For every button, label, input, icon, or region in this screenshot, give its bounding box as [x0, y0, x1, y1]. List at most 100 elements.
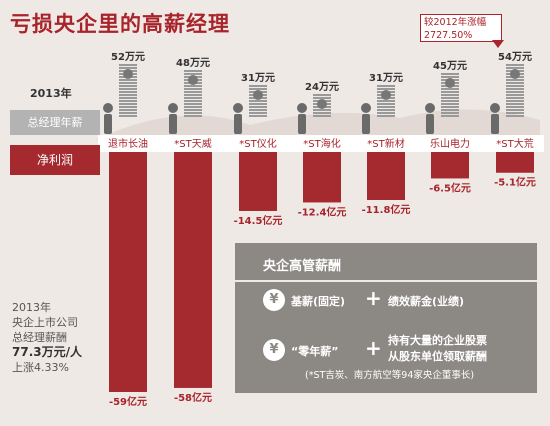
salary-coin [119, 94, 137, 96]
salary-coin [119, 112, 137, 114]
salary-coin [506, 94, 524, 96]
salary-coin [119, 67, 137, 69]
salary-coin [119, 100, 137, 102]
person-icon [361, 103, 371, 113]
salary-label: 31万元 [241, 72, 275, 84]
salary-coin [249, 85, 267, 87]
person-body [426, 114, 434, 134]
profit-bar [496, 152, 534, 173]
salary-coin [377, 115, 395, 117]
salary-coin [119, 85, 137, 87]
salary-coin [119, 109, 137, 111]
salary-coin [441, 109, 459, 111]
salary-coin [313, 97, 331, 99]
salary-coin [184, 94, 202, 96]
person-icon [425, 103, 435, 113]
salary-coin [249, 115, 267, 117]
yen-coin-icon [317, 99, 327, 109]
salary-coin [506, 88, 524, 90]
yen-icon: ¥ [263, 339, 285, 361]
salary-coin [249, 109, 267, 111]
performance-pay-label: 绩效薪金(业绩) [388, 295, 465, 308]
yen-coin-icon [253, 90, 263, 100]
salary-coin [313, 115, 331, 117]
profit-bar [303, 152, 341, 203]
salary-coin [441, 73, 459, 75]
legend-salary: 总经理年薪 [10, 110, 100, 135]
person-body [362, 114, 370, 134]
salary-coin [506, 97, 524, 99]
salary-label: 45万元 [433, 60, 467, 72]
salary-coin [377, 112, 395, 114]
profit-label: -6.5亿元 [429, 181, 471, 194]
summary-block: 2013年 央企上市公司 总经理薪酬 77.3万元/人 上涨4.33% [12, 300, 82, 375]
person-body [104, 114, 112, 134]
salary-coin [184, 73, 202, 75]
salary-coin [119, 88, 137, 90]
category-band [98, 135, 544, 152]
page-title: 亏损央企里的高薪经理 [10, 12, 230, 36]
salary-coin [184, 91, 202, 93]
salary-coin [506, 106, 524, 108]
salary-stacks [119, 64, 524, 117]
profit-label: -59亿元 [109, 395, 147, 408]
category-label: 退市长油 [108, 137, 148, 150]
plus-icon: + [365, 336, 382, 360]
salary-coin [119, 64, 137, 66]
salary-coin [506, 91, 524, 93]
yen-coin-icon [510, 69, 520, 79]
salary-coin [377, 100, 395, 102]
salary-coin [506, 64, 524, 66]
person-body [491, 114, 499, 134]
salary-coin [506, 100, 524, 102]
salary-coin [249, 88, 267, 90]
category-label: *ST天威 [174, 137, 211, 150]
profit-label: -5.1亿元 [494, 176, 536, 189]
salary-label: 31万元 [369, 72, 403, 84]
salary-coin [506, 79, 524, 81]
salary-coin [441, 106, 459, 108]
salary-coin [249, 103, 267, 105]
salary-coin [506, 109, 524, 111]
profit-bar [367, 152, 405, 200]
salary-coin [377, 85, 395, 87]
shareholder-pay-label: 从股东单位领取薪酬 [388, 350, 487, 363]
salary-coin [441, 94, 459, 96]
person-icon [233, 103, 243, 113]
profit-bar [174, 152, 212, 388]
salary-coin [506, 67, 524, 69]
salary-coin [441, 76, 459, 78]
person-icon [297, 103, 307, 113]
salary-coin [184, 112, 202, 114]
plus-icon: + [365, 286, 382, 310]
salary-coin [441, 112, 459, 114]
salary-coin [184, 97, 202, 99]
callout-line1: 较2012年涨幅 [424, 17, 487, 28]
callout-line2: 2727.50% [424, 30, 473, 41]
yen-icon: ¥ [263, 289, 285, 311]
summary-year: 2013年 [12, 301, 51, 314]
salary-coin [441, 115, 459, 117]
salary-coin [119, 115, 137, 117]
baseline-band [98, 135, 544, 152]
salary-coin [249, 100, 267, 102]
person-body [234, 114, 242, 134]
salary-coin [184, 85, 202, 87]
legend-year: 2013年 [30, 87, 72, 100]
salary-coin [184, 103, 202, 105]
callout-pointer [492, 40, 504, 48]
salary-coin [184, 88, 202, 90]
salary-coin [184, 70, 202, 72]
person-body [169, 114, 177, 134]
profit-label: -12.4亿元 [298, 205, 347, 218]
salary-coin [119, 106, 137, 108]
profit-label: -58亿元 [174, 391, 212, 404]
salary-coin [441, 91, 459, 93]
salary-coin [441, 97, 459, 99]
category-label: *ST新材 [367, 137, 404, 150]
yen-coin-icon [188, 75, 198, 85]
chart-labels: 退市长油52万元-59亿元*ST天威48万元-58亿元*ST仪化31万元-14.… [108, 51, 536, 408]
salary-coin [119, 91, 137, 93]
salary-coin [184, 100, 202, 102]
stock-holding-label: 持有大量的企业股票 [388, 334, 487, 347]
